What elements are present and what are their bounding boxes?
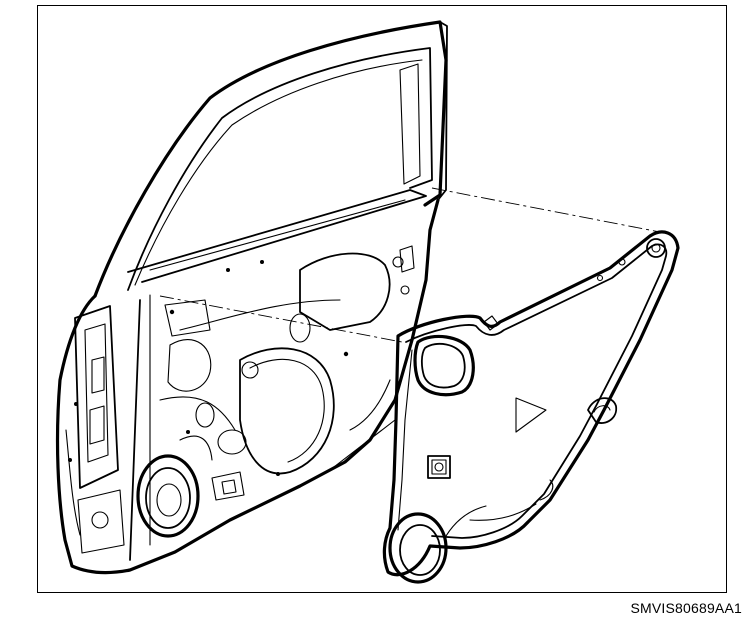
figure-code: SMVIS80689AA1 bbox=[630, 600, 742, 616]
leader-lines bbox=[159, 187, 661, 343]
waterproof-sheet-icon bbox=[382, 230, 680, 584]
figure-border bbox=[37, 5, 727, 593]
door-inner-panel-icon bbox=[55, 20, 448, 575]
